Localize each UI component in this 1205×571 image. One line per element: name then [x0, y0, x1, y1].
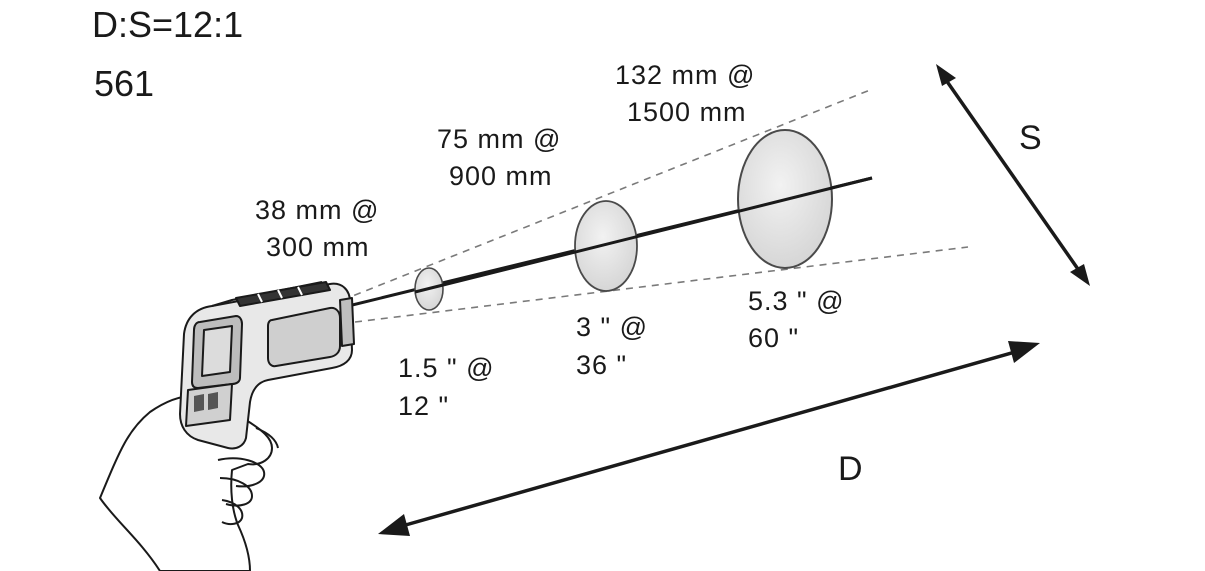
model-number: 561	[94, 63, 155, 104]
spot-1-metric-distance: 300 mm	[266, 232, 370, 262]
distance-label: D	[838, 450, 863, 488]
spot-2-metric-size: 75 mm @	[437, 124, 562, 154]
spot-3-metric-size: 132 mm @	[615, 60, 756, 90]
spot-3-metric-distance: 1500 mm	[627, 97, 747, 127]
spot-size-arrow	[936, 64, 1090, 286]
spot-1-imperial-size: 1.5 " @	[398, 353, 495, 383]
fov-cone	[329, 89, 969, 323]
ratio-title: D:S=12:1	[92, 4, 244, 45]
spot-medium	[574, 200, 638, 292]
spot-size-label: S	[1019, 119, 1042, 157]
spot-2-imperial-size: 3 " @	[576, 312, 649, 342]
fov-upper-edge	[329, 89, 871, 306]
spot-3-imperial-size: 5.3 " @	[748, 286, 845, 316]
distance-arrow	[378, 341, 1040, 536]
center-beam-overlay	[414, 176, 873, 294]
thermometer-icon	[179, 281, 355, 450]
spot-3-imperial-distance: 60 "	[748, 323, 800, 353]
spot-2-imperial-distance: 36 "	[576, 350, 628, 380]
spot-1-metric-size: 38 mm @	[255, 195, 380, 225]
spot-1-imperial-distance: 12 "	[398, 391, 450, 421]
spot-2-metric-distance: 900 mm	[449, 161, 553, 191]
